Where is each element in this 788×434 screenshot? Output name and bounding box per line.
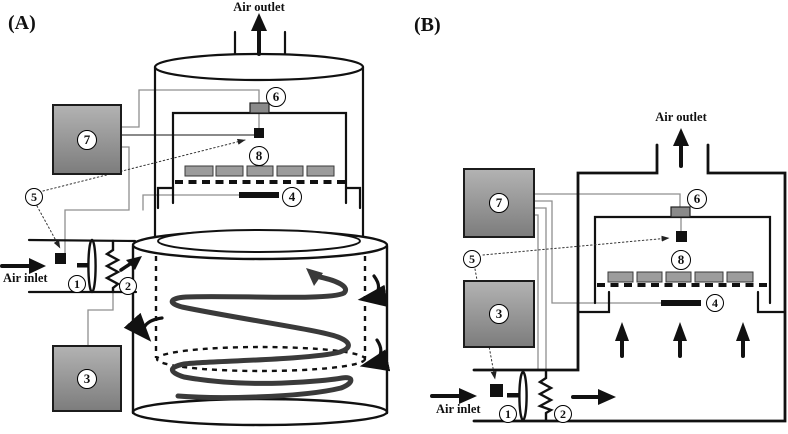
callout-3-b: 3 <box>489 304 509 324</box>
wire-b-to-heater <box>534 207 547 372</box>
wire-b-to-4 <box>534 200 662 304</box>
callout-1-b: 1 <box>499 405 517 423</box>
pointer-to-inlet-sensor-a <box>36 205 61 249</box>
callout-3-a: 3 <box>77 368 97 389</box>
pointer-to-chamber-sensor-a <box>42 138 246 192</box>
duct-flow-arrow-b <box>571 389 616 405</box>
lower-cylinder-bottom <box>131 397 389 427</box>
callout-4-a: 4 <box>282 187 302 207</box>
panel-a-wires <box>64 89 260 346</box>
panel-b-label: (B) <box>414 14 441 36</box>
callout-8-a: 8 <box>249 146 269 166</box>
callout5-pointers-a <box>36 138 246 249</box>
inner-box-b-foot-right <box>756 290 787 314</box>
rotation-arrow-right-top <box>357 274 388 307</box>
wire-a-to-4 <box>142 194 241 211</box>
instrument-box-3-a: 3 <box>52 345 122 412</box>
panel-b-wires <box>534 193 682 372</box>
air-outlet-arrow-b <box>673 128 689 168</box>
rotation-arrow-left <box>123 312 164 342</box>
heater-b <box>537 369 554 422</box>
inlet-sensor-a <box>55 253 66 264</box>
entry-flow-arrow-a <box>119 256 142 272</box>
trays-b <box>607 271 754 283</box>
air-outlet-label-a: Air outlet <box>233 0 285 14</box>
tray <box>184 165 214 177</box>
callout-5-b: 5 <box>463 250 481 268</box>
inner-box-a-foot-right <box>344 186 362 210</box>
fan-shaft-b <box>507 393 521 398</box>
callout-4-b: 4 <box>706 294 724 312</box>
wire-a-to-inlet-sensor <box>64 146 130 254</box>
panel-b-artwork <box>430 128 787 423</box>
instrument-box-7-a: 7 <box>52 104 122 175</box>
chamber-b-right <box>472 143 787 423</box>
component-4-a <box>239 192 279 198</box>
inlet-duct-a <box>27 238 138 294</box>
wire-a-to-6 <box>121 89 260 128</box>
tray <box>246 165 274 177</box>
instrument-box-3-b: 3 <box>463 280 535 348</box>
wire-b-to-6 <box>534 193 681 208</box>
component-6-b <box>670 206 691 218</box>
air-outlet-label-b: Air outlet <box>655 110 707 124</box>
fan-shaft-a <box>77 263 90 268</box>
callout-8-b: 8 <box>671 250 691 270</box>
callout-7-a: 7 <box>77 129 97 150</box>
tray <box>694 271 724 283</box>
rotation-arrow-right-bottom <box>359 338 391 372</box>
component-6-a <box>249 102 270 114</box>
spiral-arrowhead <box>306 268 323 286</box>
fan-blade-b <box>518 370 528 422</box>
tray <box>215 165 244 177</box>
rotation-arrows <box>123 274 391 372</box>
air-inlet-arrow-a <box>0 258 46 274</box>
upper-cylinder-top <box>153 52 365 82</box>
wire-b-to-fan <box>534 214 539 371</box>
callout-6-b: 6 <box>687 189 707 209</box>
callout-7-b: 7 <box>489 193 509 213</box>
inlet-sensor-b <box>490 384 503 397</box>
callout-2-a: 2 <box>119 277 137 295</box>
air-outlet-arrow-a <box>251 13 267 56</box>
callout-6-a: 6 <box>266 87 286 107</box>
sensor-8-a <box>254 128 264 138</box>
trays-a <box>184 165 335 177</box>
heater-a <box>104 239 121 294</box>
callout-1-a: 1 <box>68 275 86 293</box>
tray <box>636 271 663 283</box>
upflow-arrows-b <box>615 322 750 358</box>
instrument-box-7-b: 7 <box>463 168 535 238</box>
tray <box>306 165 335 177</box>
chamber-b-left <box>472 143 659 372</box>
tray <box>665 271 692 283</box>
component-4-b <box>661 300 701 306</box>
air-inlet-arrow-b <box>430 388 477 404</box>
inner-box-a-foot-left <box>156 186 175 210</box>
fan-blade-a <box>87 238 97 294</box>
lower-cylinder-rim-inner <box>157 229 361 253</box>
tray <box>607 271 634 283</box>
inner-box-b-foot-left <box>577 290 611 314</box>
air-inlet-label-a: Air inlet <box>3 271 48 285</box>
tray <box>276 165 304 177</box>
callout-2-b: 2 <box>554 405 572 423</box>
air-inlet-label-b: Air inlet <box>436 402 481 416</box>
pointer-to-chamber-sensor-b <box>482 235 670 256</box>
panel-a-artwork <box>0 13 391 427</box>
callout-5-a: 5 <box>25 188 43 206</box>
wire-a-box3-heater <box>87 291 114 346</box>
spiral-flow <box>169 274 354 400</box>
sensor-8-b <box>676 231 687 242</box>
tray <box>726 271 754 283</box>
panel-a-label: (A) <box>8 12 36 34</box>
